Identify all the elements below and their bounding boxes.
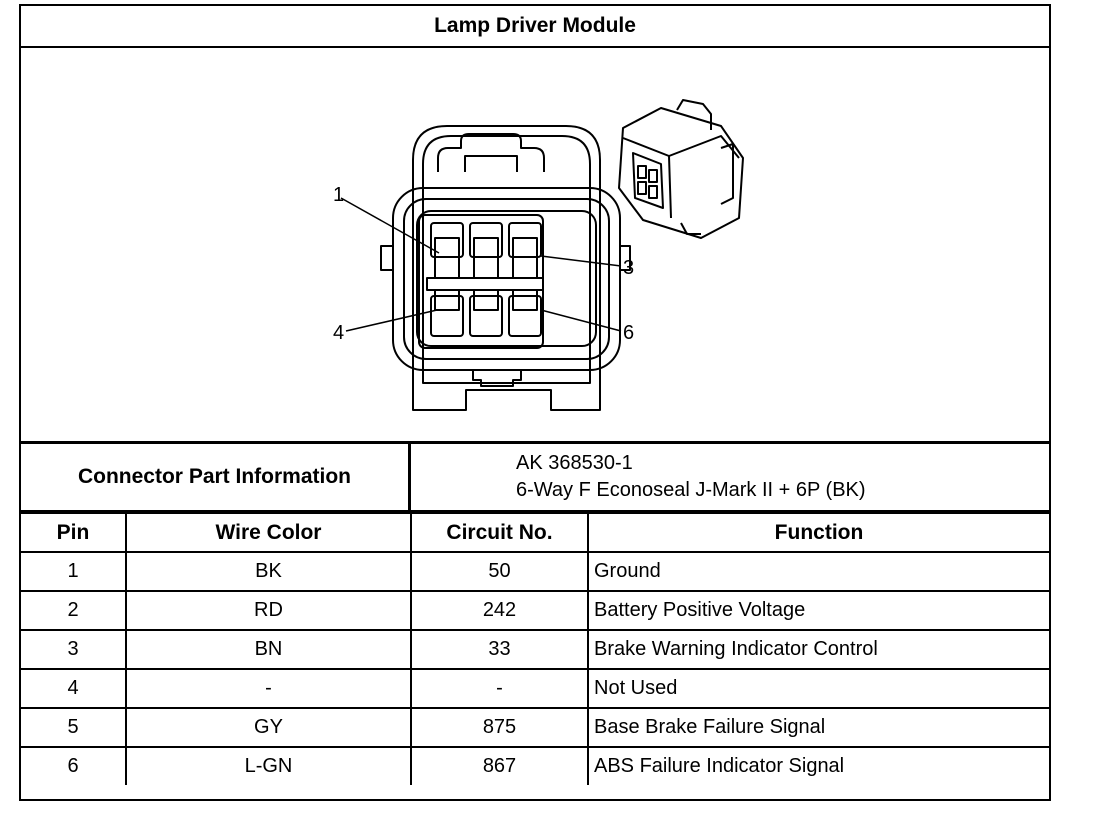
callout-3-leader	[540, 255, 622, 267]
callout-4-label: 4	[333, 322, 344, 344]
callout-3-label: 3	[623, 257, 634, 279]
wire-color-cell: GY	[125, 707, 412, 748]
part-info-value: AK 368530-1 6-Way F Econoseal J-Mark II …	[411, 444, 1049, 510]
table-row: 2 RD 242 Battery Positive Voltage	[21, 590, 1049, 631]
pin-5-cavity	[469, 295, 503, 337]
connector-sheet: Lamp Driver Module	[19, 4, 1051, 801]
housing-outline	[412, 125, 601, 411]
callout-4-leader	[345, 309, 438, 332]
seal-ring-middle	[403, 198, 610, 360]
wire-color-cell: -	[125, 668, 412, 709]
pin-3-cavity	[508, 222, 542, 258]
wire-color-cell: L-GN	[125, 746, 412, 785]
table-header-row: Pin Wire Color Circuit No. Function	[21, 512, 1049, 553]
wire-color-cell: BK	[125, 551, 412, 592]
seal-ring-outer	[392, 187, 621, 371]
circuit-cell: 242	[410, 590, 589, 631]
circuit-cell: 867	[410, 746, 589, 785]
latch	[437, 133, 545, 172]
wire-color-cell: BN	[125, 629, 412, 670]
part-description: 6-Way F Econoseal J-Mark II + 6P (BK)	[516, 479, 866, 501]
connector-isometric-view	[618, 99, 744, 239]
table-row: 5 GY 875 Base Brake Failure Signal	[21, 707, 1049, 748]
table-row: 1 BK 50 Ground	[21, 551, 1049, 592]
function-cell: Ground	[587, 551, 1049, 592]
part-info-label: Connector Part Information	[21, 444, 411, 510]
circuit-cell: 33	[410, 629, 589, 670]
pinout-table: Pin Wire Color Circuit No. Function 1 BK…	[21, 512, 1049, 785]
callout-1-leader	[340, 197, 440, 254]
housing-inner-outline	[422, 135, 591, 384]
pin-2-cavity	[469, 222, 503, 258]
callout-6-leader	[540, 309, 622, 332]
connector-part-information: Connector Part Information AK 368530-1 6…	[21, 444, 1049, 512]
header-circuit: Circuit No.	[410, 512, 589, 553]
pin-6-cavity	[508, 295, 542, 337]
table-row: 3 BN 33 Brake Warning Indicator Control	[21, 629, 1049, 670]
seal-ring-inner	[416, 210, 597, 347]
pin-cell: 4	[21, 668, 127, 709]
function-cell: Brake Warning Indicator Control	[587, 629, 1049, 670]
header-function: Function	[587, 512, 1049, 553]
callout-1-label: 1	[333, 184, 344, 206]
wire-color-cell: RD	[125, 590, 412, 631]
pin-cell: 1	[21, 551, 127, 592]
connector-figure: 1 3 4 6	[21, 48, 1049, 444]
table-row: 6 L-GN 867 ABS Failure Indicator Signal	[21, 746, 1049, 785]
circuit-cell: 50	[410, 551, 589, 592]
table-row: 4 - - Not Used	[21, 668, 1049, 709]
part-number: AK 368530-1	[516, 452, 633, 474]
pin-cell: 6	[21, 746, 127, 785]
function-cell: ABS Failure Indicator Signal	[587, 746, 1049, 785]
circuit-cell: -	[410, 668, 589, 709]
page-title: Lamp Driver Module	[21, 6, 1049, 48]
function-cell: Battery Positive Voltage	[587, 590, 1049, 631]
pin-cell: 5	[21, 707, 127, 748]
function-cell: Not Used	[587, 668, 1049, 709]
cavity-block	[418, 214, 544, 349]
function-cell: Base Brake Failure Signal	[587, 707, 1049, 748]
connector-face-diagram: 1 3 4 6	[333, 99, 744, 411]
circuit-cell: 875	[410, 707, 589, 748]
pin-1-cavity	[430, 222, 464, 258]
pin-cell: 3	[21, 629, 127, 670]
pin-4-cavity	[430, 295, 464, 337]
header-wire-color: Wire Color	[125, 512, 412, 553]
callout-6-label: 6	[623, 322, 634, 344]
header-pin: Pin	[21, 512, 127, 553]
pin-cell: 2	[21, 590, 127, 631]
